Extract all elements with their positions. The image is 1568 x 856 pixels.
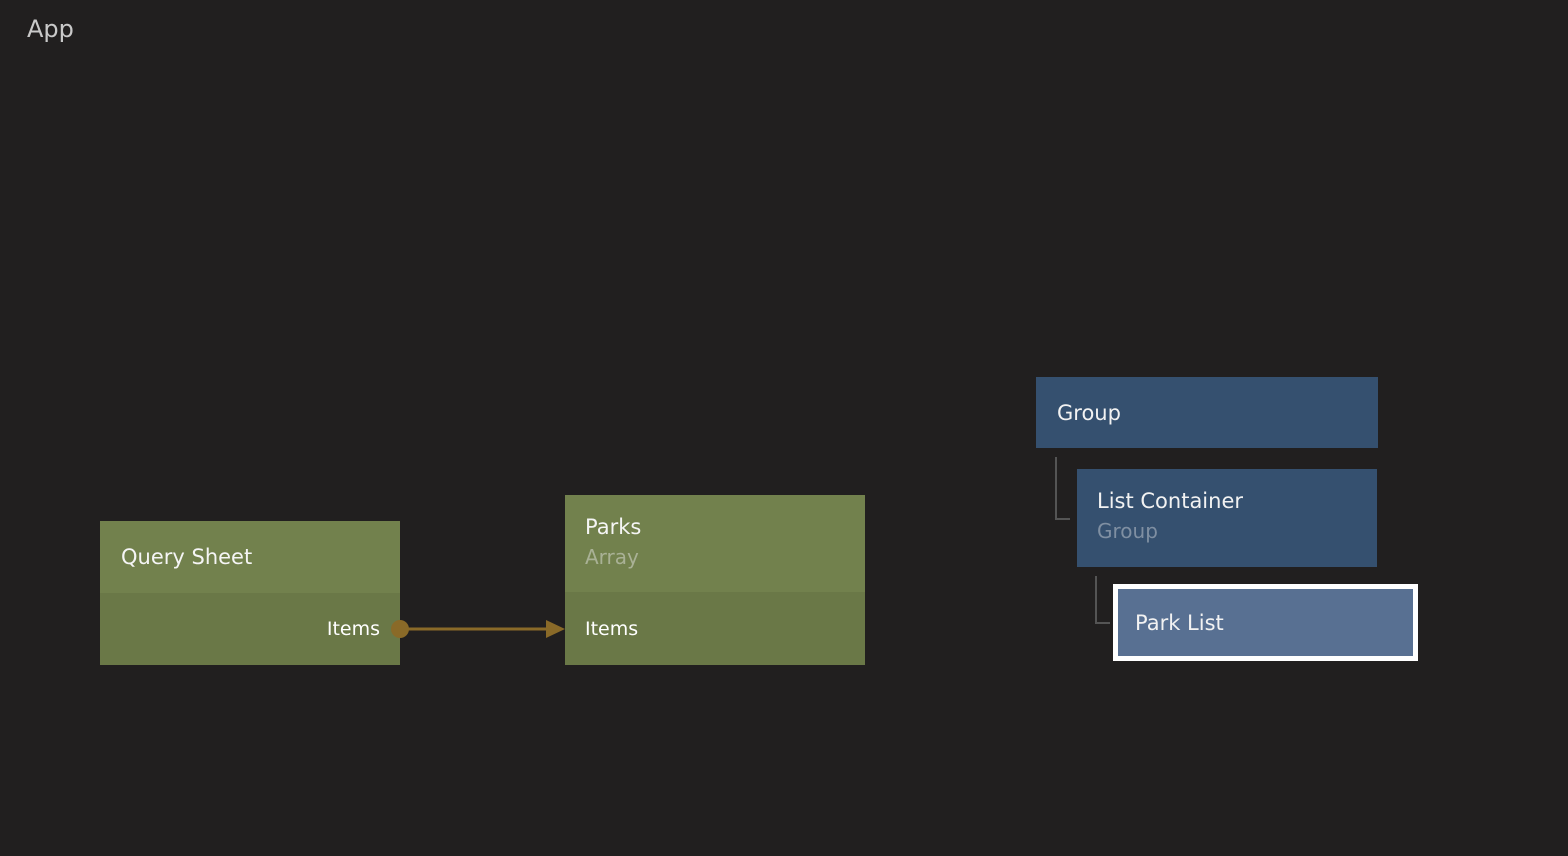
node-subtitle: Array xyxy=(585,545,639,569)
tree-node-list-container[interactable]: List Container Group xyxy=(1077,469,1377,567)
node-title: Query Sheet xyxy=(121,545,253,569)
app-title: App xyxy=(27,15,74,43)
tree-connector-line xyxy=(1095,576,1110,624)
tree-node-park-list-selected[interactable]: Park List xyxy=(1113,584,1418,661)
arrowhead-icon xyxy=(546,620,565,638)
node-title: Parks xyxy=(585,515,642,539)
node-title: Group xyxy=(1057,400,1121,425)
connection-arrow[interactable] xyxy=(388,612,570,646)
tree-connector-line xyxy=(1055,457,1070,520)
node-header[interactable]: Query Sheet xyxy=(100,521,400,593)
output-port-label: Items xyxy=(326,618,380,640)
output-port-dot[interactable] xyxy=(391,620,409,638)
node-parks[interactable]: Parks Array Items xyxy=(565,495,865,665)
node-query-sheet[interactable]: Query Sheet Items xyxy=(100,521,400,665)
node-subtitle: Group xyxy=(1097,519,1158,543)
node-port-row[interactable]: Items xyxy=(100,593,400,665)
node-header[interactable]: Parks Array xyxy=(565,495,865,592)
node-port-row[interactable]: Items xyxy=(565,592,865,665)
tree-node-group[interactable]: Group xyxy=(1036,377,1378,448)
node-title: Park List xyxy=(1135,610,1224,635)
node-title: List Container xyxy=(1097,489,1244,513)
input-port-label: Items xyxy=(585,617,639,640)
